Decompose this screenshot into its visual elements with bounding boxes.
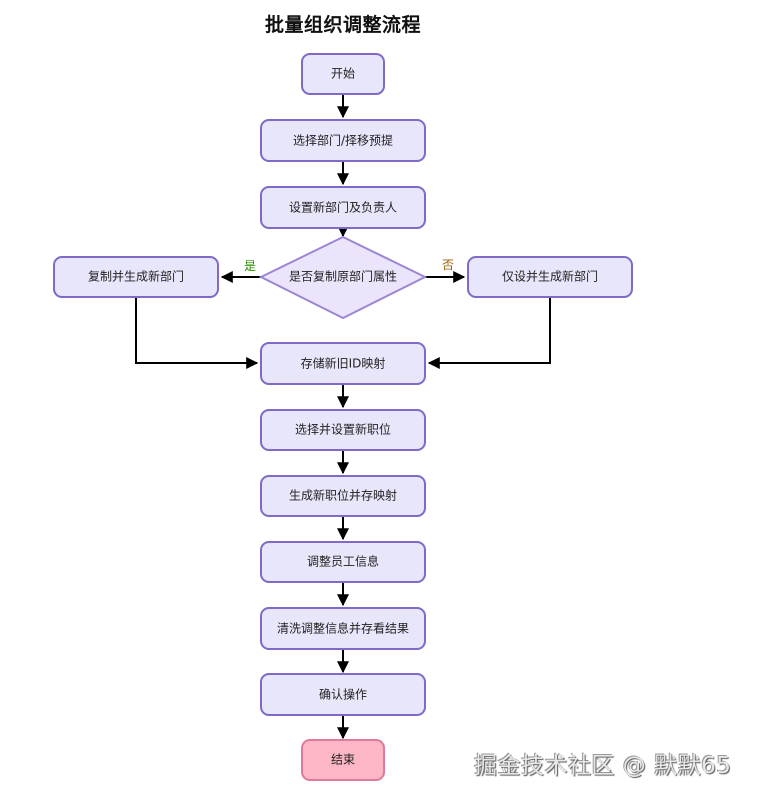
node-decision[interactable]: 是否复制原部门属性: [258, 235, 428, 320]
node-select-position[interactable]: 选择并设置新职位: [260, 409, 426, 451]
node-set-new-dept-label: 设置新部门及负责人: [289, 200, 397, 215]
node-copy-dept-label: 复制并生成新部门: [88, 269, 184, 284]
node-store-mapping[interactable]: 存储新旧ID映射: [260, 342, 426, 385]
node-clean-results[interactable]: 清洗调整信息并存看结果: [260, 607, 426, 650]
edge-copy-to-store: [135, 297, 259, 369]
node-start[interactable]: 开始: [301, 53, 385, 95]
node-select-position-label: 选择并设置新职位: [295, 422, 391, 437]
node-only-set-dept-label: 仅设并生成新部门: [502, 269, 598, 284]
no-label: 否: [442, 258, 454, 272]
node-clean-results-label: 清洗调整信息并存看结果: [277, 621, 409, 636]
edges: [135, 94, 551, 740]
diagram-title: 批量组织调整流程: [264, 14, 421, 36]
node-start-label: 开始: [331, 67, 355, 81]
node-select-dept-label: 选择部门/择移预提: [293, 133, 393, 148]
node-copy-dept[interactable]: 复制并生成新部门: [53, 256, 219, 298]
node-adjust-employee[interactable]: 调整员工信息: [260, 541, 426, 583]
node-adjust-employee-label: 调整员工信息: [307, 554, 379, 569]
node-decision-label: 是否复制原部门属性: [289, 269, 397, 284]
node-gen-position-label: 生成新职位并存映射: [289, 488, 397, 503]
node-set-new-dept[interactable]: 设置新部门及负责人: [260, 186, 426, 229]
edge-only-to-store: [427, 297, 551, 369]
node-select-dept[interactable]: 选择部门/择移预提: [260, 119, 426, 162]
watermark: 掘金技术社区 @ 默默65: [474, 753, 732, 779]
node-end[interactable]: 结束: [301, 739, 385, 781]
node-only-set-dept[interactable]: 仅设并生成新部门: [467, 256, 633, 298]
node-end-label: 结束: [331, 753, 355, 767]
node-gen-position[interactable]: 生成新职位并存映射: [260, 475, 426, 517]
node-confirm-label: 确认操作: [319, 687, 367, 702]
node-store-mapping-label: 存储新旧ID映射: [301, 356, 386, 371]
yes-label: 是: [244, 259, 256, 273]
node-confirm[interactable]: 确认操作: [260, 673, 426, 716]
